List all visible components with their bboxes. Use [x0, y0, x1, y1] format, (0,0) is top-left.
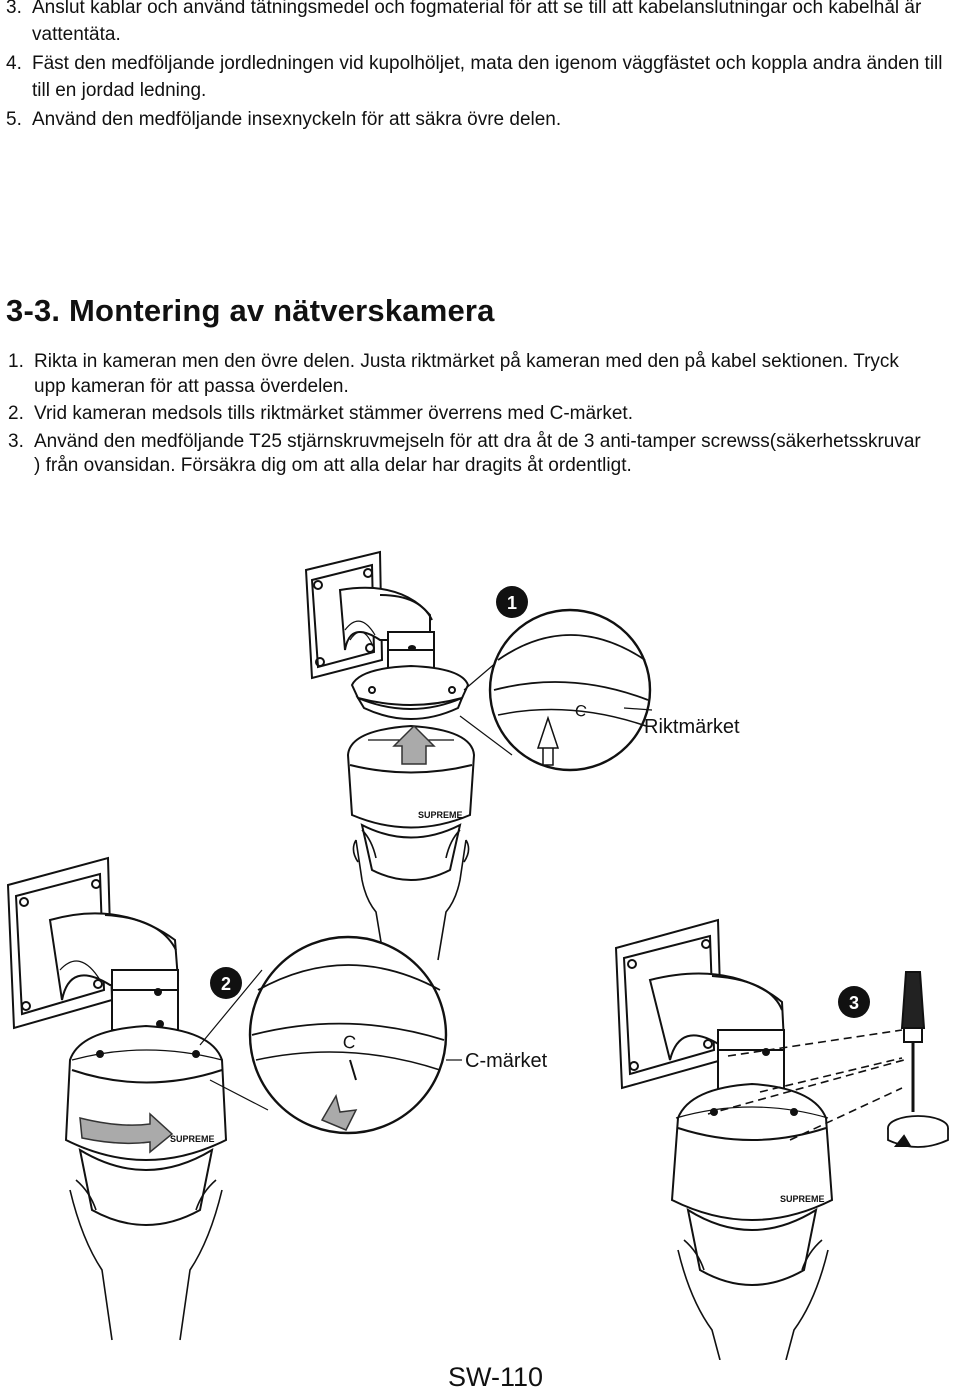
step-number: 4. [6, 53, 22, 74]
dome-camera-icon: SUPREME [346, 724, 476, 881]
step-badge-1: 1 [507, 593, 517, 613]
step-badge-3: 3 [849, 993, 859, 1013]
mounting-step-1: 1. Rikta in kameran men den övre delen. … [8, 350, 928, 399]
step-text: Fäst den medföljande jordledningen vid k… [32, 53, 943, 101]
mounting-illustration: SUPREME C 1 [6, 550, 949, 1360]
svg-text:SUPREME: SUPREME [780, 1194, 825, 1204]
svg-text:SUPREME: SUPREME [418, 810, 463, 820]
intro-step-5: 5. Använd den medföljande insexnyckeln f… [6, 106, 956, 133]
intro-step-4: 4. Fäst den medföljande jordledningen vi… [6, 50, 956, 104]
hand-icon [352, 829, 385, 961]
model-number: SW-110 [448, 1362, 544, 1392]
step-text: Använd den medföljande insexnyckeln för … [32, 109, 562, 130]
hand-icon [69, 1179, 113, 1341]
c-mark: C [342, 1031, 358, 1053]
arrow-icon [79, 1112, 174, 1154]
hand-icon [677, 1239, 721, 1360]
step-number: 2. [8, 403, 24, 424]
step-number: 3. [6, 0, 22, 18]
mounting-step-2: 2. Vrid kameran medsols tills riktmärket… [8, 402, 928, 427]
step-text: Vrid kameran medsols tills riktmärket st… [34, 403, 633, 424]
step-number: 5. [6, 109, 22, 130]
hand-icon [437, 829, 470, 961]
intro-step-3: 3. Anslut kablar och använd tätningsmede… [6, 0, 956, 48]
svg-text:SUPREME: SUPREME [170, 1134, 215, 1144]
step-text: Rikta in kameran men den övre delen. Jus… [34, 351, 899, 397]
figure-step-1: SUPREME C 1 [304, 550, 653, 961]
mounting-step-3: 3. Använd den medföljande T25 stjärnskru… [8, 430, 928, 479]
dome-camera-icon: SUPREME [670, 1082, 834, 1286]
arrow-icon [320, 1094, 358, 1131]
wall-bracket-icon [6, 856, 180, 1031]
section-title: 3-3. Montering av nätverskamera [6, 293, 495, 328]
figure-step-3: SUPREME 3 [614, 918, 949, 1360]
step-number: 3. [8, 430, 24, 452]
rotation-icon [887, 1115, 949, 1148]
c-mark: C [573, 702, 587, 721]
callout-riktmarket: Riktmärket [644, 716, 740, 738]
hand-icon [179, 1179, 223, 1341]
wall-bracket-icon [614, 918, 786, 1091]
step-text: Använd den medföljande T25 stjärnskruvme… [34, 430, 921, 477]
mounting-steps: 1. Rikta in kameran men den övre delen. … [8, 350, 928, 482]
hand-icon [785, 1239, 829, 1360]
step-number: 1. [8, 351, 24, 372]
arrow-icon [392, 724, 436, 765]
screwdriver-icon [900, 971, 926, 1112]
step-text: Anslut kablar och använd tätningsmedel o… [32, 0, 922, 45]
step-badge-2: 2 [221, 974, 231, 994]
wall-bracket-icon [304, 550, 470, 720]
figure-step-2: SUPREME C 2 [6, 856, 462, 1341]
callout-c-market: C-märket [465, 1050, 548, 1072]
